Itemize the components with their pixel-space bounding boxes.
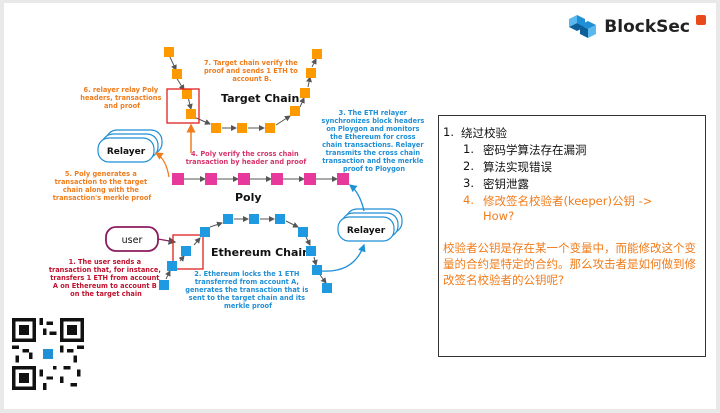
sub1-number: 1. xyxy=(463,142,474,156)
poly-title: Poly xyxy=(235,191,262,204)
relayer-to-poly-arrow xyxy=(348,184,365,212)
step7-text: 7. Target chain verify the proof and sen… xyxy=(204,59,300,83)
step1-text: 1. The user sends a transaction that, fo… xyxy=(49,258,163,298)
target-block-5 xyxy=(211,123,221,133)
svg-text:Relayer: Relayer xyxy=(107,147,146,157)
explanation-paragraph: 校验者公钥是存在某一个变量中，而能修改这个变量的合约是特定的合约。那么攻击者是如… xyxy=(443,241,696,287)
brand-name: BlockSec xyxy=(604,17,690,37)
poly-block-6 xyxy=(337,173,349,185)
eth-block-2 xyxy=(167,261,177,271)
eth-block-4 xyxy=(200,227,210,237)
target-chain-title: Target Chain xyxy=(221,92,299,105)
eth-block-1 xyxy=(159,280,169,290)
sub1-text: 密码学算法存在漏洞 xyxy=(483,143,587,157)
eth-block-8 xyxy=(298,227,308,237)
poly-block-4 xyxy=(271,173,283,185)
target-block-11 xyxy=(312,49,322,59)
eth-block-3 xyxy=(181,246,191,256)
blocksec-cube-icon xyxy=(569,15,597,38)
item1-text: 绕过校验 xyxy=(461,126,507,140)
step6-text: 6. relayer relay Poly headers, transacti… xyxy=(80,86,163,110)
sub4-number: 4. xyxy=(463,193,474,207)
qr-code xyxy=(12,318,84,390)
cross-chain-diagram: Target Chain 7. Target chain verify the … xyxy=(49,47,426,310)
sub4-text-line2: How? xyxy=(483,209,515,223)
blocksec-logo: BlockSec xyxy=(568,13,706,41)
item1-number: 1. xyxy=(443,125,454,139)
target-block-7 xyxy=(265,123,275,133)
poly-blocks xyxy=(172,173,349,185)
relayer-left: Relayer xyxy=(97,129,163,163)
target-block-2 xyxy=(172,69,182,79)
ethereum-chain-blocks xyxy=(159,214,332,293)
sub4-text-line1: 修改签名校验者(keeper)公钥 -> xyxy=(483,194,653,208)
target-block-8 xyxy=(290,106,300,116)
eth-to-relayer-arrow xyxy=(321,243,366,272)
poly-block-5 xyxy=(304,173,316,185)
badge-icon xyxy=(696,15,706,25)
relayer-right: Relayer xyxy=(337,208,403,242)
target-block-6 xyxy=(237,123,247,133)
step4-text: 4. Poly verify the cross chain transacti… xyxy=(186,150,307,166)
target-block-9 xyxy=(300,88,310,98)
user-box: user xyxy=(105,226,159,252)
eth-block-5 xyxy=(223,214,233,224)
target-block-3 xyxy=(182,89,192,99)
sub3-text: 密钥泄露 xyxy=(483,177,529,191)
svg-text:user: user xyxy=(122,235,143,246)
sub3-number: 3. xyxy=(463,176,474,190)
ethereum-chain-title: Ethereum Chain xyxy=(211,246,310,259)
slide: BlockSec xyxy=(4,3,716,409)
step2-text: 2. Ethereum locks the 1 ETH transferred … xyxy=(185,270,311,310)
target-block-10 xyxy=(306,68,316,78)
step3-text: 3. The ETH relayer synchronizes block he… xyxy=(321,109,426,173)
eth-block-11 xyxy=(322,283,332,293)
poly-block-3 xyxy=(238,173,250,185)
target-block-4 xyxy=(186,109,196,119)
step5-text: 5. Poly generates a transaction to the t… xyxy=(53,170,152,202)
eth-block-6 xyxy=(249,214,259,224)
sub2-number: 2. xyxy=(463,159,474,173)
poly-block-2 xyxy=(205,173,217,185)
target-highlight-box xyxy=(166,88,200,124)
notes-panel: 1. 绕过校验 1. 密码学算法存在漏洞 2. 算法实现错误 3. 密钥泄露 4… xyxy=(438,115,706,357)
target-block-1 xyxy=(164,47,174,57)
eth-highlight-box xyxy=(172,234,204,270)
sub2-text: 算法实现错误 xyxy=(483,160,552,174)
svg-text:Relayer: Relayer xyxy=(347,226,386,236)
user-to-eth-arrow xyxy=(157,237,177,245)
poly-block-1 xyxy=(172,173,184,185)
eth-block-7 xyxy=(275,214,285,224)
eth-block-9 xyxy=(306,246,316,256)
poly-to-relayer-arrow xyxy=(154,152,170,178)
target-chain-blocks xyxy=(164,47,322,133)
eth-block-10 xyxy=(312,265,322,275)
